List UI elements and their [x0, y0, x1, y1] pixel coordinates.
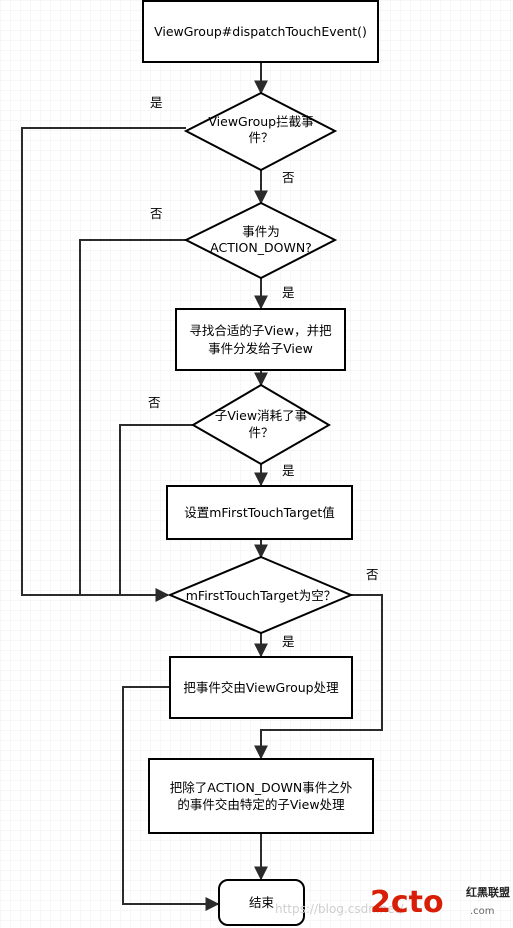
- node-dispatchchild-line2: 的事件交由特定的子View处理: [177, 797, 345, 812]
- logo-2cto: 2cto: [370, 885, 444, 920]
- watermark: https://blog.csdn.net/ 2cto 红黑联盟 .com: [275, 885, 510, 920]
- logo-subtitle: 红黑联盟: [466, 885, 510, 899]
- node-dispatch: ViewGroup#dispatchTouchEvent(): [142, 0, 379, 63]
- node-dispatchchild-line1: 把除了ACTION_DOWN事件之外: [170, 780, 353, 795]
- edge-targetnull-no: [254, 594, 383, 760]
- logo-com: .com: [470, 906, 495, 917]
- node-actiondown-line2: ACTION_DOWN?: [210, 240, 312, 255]
- edge-label-consumed-yes: 是: [282, 463, 295, 478]
- connectors: [21, 62, 383, 911]
- node-actiondown-line1: 事件为: [242, 224, 280, 239]
- node-targetnull-text: mFirstTouchTarget为空？: [186, 588, 337, 603]
- node-handleself-text: 把事件交由ViewGroup处理: [183, 680, 339, 695]
- edge-label-actiondown-no: 否: [150, 206, 163, 221]
- edge-label-actiondown-yes: 是: [282, 285, 295, 300]
- edge-labels: 是 否 否 是 否 是 否 是: [148, 95, 379, 649]
- edge-label-intercept-no: 否: [282, 170, 295, 185]
- node-consumed-line2: 件？: [248, 425, 273, 440]
- edge-label-targetnull-no: 否: [366, 567, 379, 582]
- edge-label-intercept-yes: 是: [150, 95, 163, 110]
- node-dispatch-text: ViewGroup#dispatchTouchEvent(): [154, 24, 367, 39]
- watermark-url: https://blog.csdn.net/: [275, 902, 404, 916]
- node-consumed-line1: 子View消耗了事: [215, 408, 307, 423]
- node-intercept-line1: ViewGroup拦截事: [208, 114, 313, 129]
- node-end: 结束: [218, 879, 305, 926]
- edge-actiondown-no: [79, 239, 186, 595]
- node-action-down: 事件为 ACTION_DOWN?: [183, 201, 338, 280]
- node-findchild-line1: 寻找合适的子View，并把: [189, 323, 332, 338]
- node-findchild-line2: 事件分发给子View: [208, 341, 313, 356]
- node-intercept: ViewGroup拦截事 件？: [183, 91, 338, 172]
- node-target-null: mFirstTouchTarget为空？: [167, 555, 354, 635]
- node-find-child: 寻找合适的子View，并把 事件分发给子View: [175, 308, 346, 371]
- edge-intercept-yes: [21, 127, 186, 602]
- edge-label-consumed-no: 否: [148, 395, 161, 410]
- edge-handleself-to-end: [122, 686, 220, 911]
- node-consumed: 子View消耗了事 件？: [191, 383, 331, 466]
- edge-label-targetnull-yes: 是: [282, 634, 295, 649]
- node-intercept-line2: 件？: [248, 130, 273, 145]
- node-dispatch-child: 把除了ACTION_DOWN事件之外 的事件交由特定的子View处理: [148, 758, 374, 834]
- node-handle-self: 把事件交由ViewGroup处理: [169, 656, 353, 719]
- node-settarget-text: 设置mFirstTouchTarget值: [184, 505, 335, 520]
- node-end-text: 结束: [249, 895, 275, 910]
- edge-consumed-no: [119, 424, 193, 595]
- node-set-target: 设置mFirstTouchTarget值: [166, 485, 353, 540]
